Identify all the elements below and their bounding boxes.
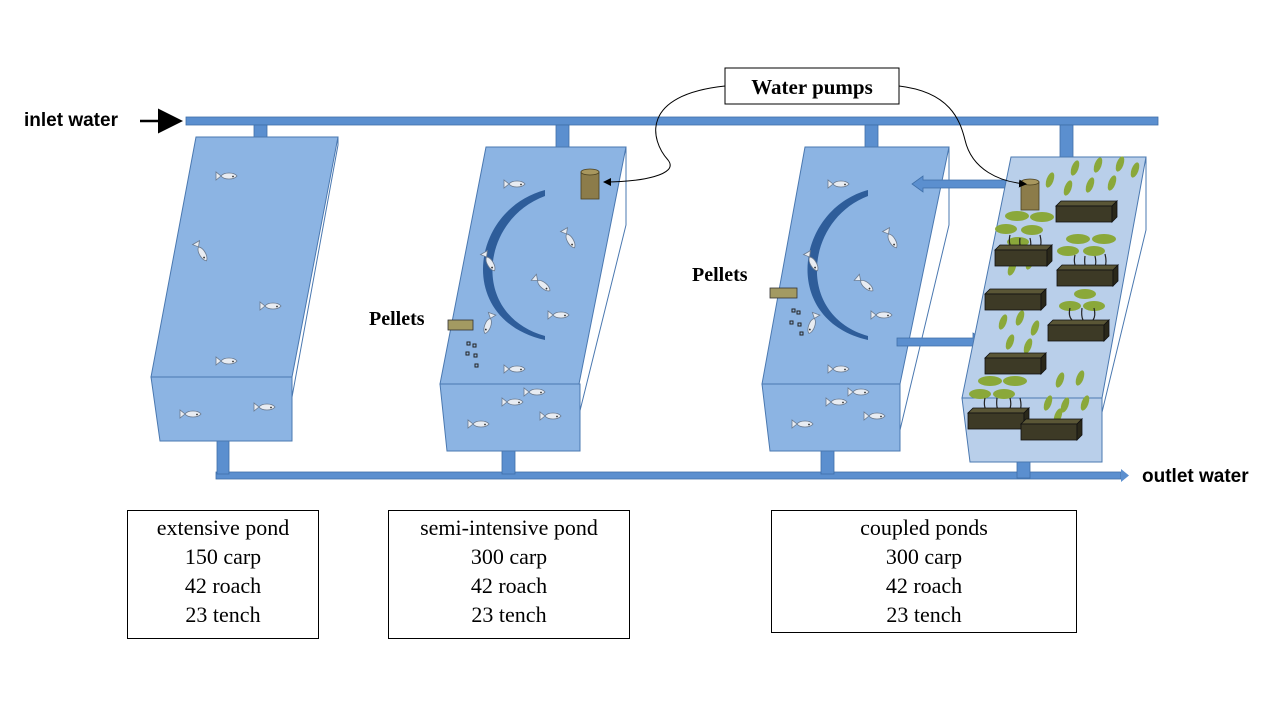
pond-extensive bbox=[150, 136, 339, 442]
inlet-label: inlet water bbox=[24, 110, 119, 131]
pond-tench: 23 tench bbox=[185, 602, 261, 627]
pond-carp: 150 carp bbox=[184, 544, 262, 569]
pond-carp: 300 carp bbox=[885, 544, 963, 569]
water-pumps-label: Water pumps bbox=[751, 75, 873, 99]
pond-coupled-plants bbox=[961, 156, 1147, 463]
water-pumps-callout bbox=[724, 67, 900, 105]
pond-title: coupled ponds bbox=[860, 515, 988, 540]
pond-title: extensive pond bbox=[156, 515, 290, 540]
pellets-label-1: Pellets bbox=[369, 308, 425, 330]
pond-carp: 300 carp bbox=[470, 544, 548, 569]
outlet-label: outlet water bbox=[1142, 466, 1249, 487]
info-box-semi-intensive: semi-intensive pond 300 carp 42 roach 23… bbox=[388, 510, 630, 639]
pond-coupled-fish bbox=[761, 146, 950, 452]
pond-tench: 23 tench bbox=[886, 602, 962, 627]
inlet-drop-4 bbox=[1059, 124, 1074, 158]
pump-leader-left bbox=[603, 85, 726, 186]
inlet-drop-2 bbox=[555, 124, 570, 151]
info-box-extensive: extensive pond 150 carp 42 roach 23 tenc… bbox=[127, 510, 319, 639]
pump-leader-right bbox=[898, 85, 1027, 188]
pond-roach: 42 roach bbox=[184, 573, 262, 598]
outlet-arrowhead bbox=[1121, 469, 1129, 482]
pond-roach: 42 roach bbox=[885, 573, 963, 598]
pellets-label-2: Pellets bbox=[692, 264, 748, 286]
inlet-drop-3 bbox=[864, 124, 879, 151]
outlet-pipe bbox=[215, 471, 1122, 480]
pond-tench: 23 tench bbox=[471, 602, 547, 627]
pond-roach: 42 roach bbox=[470, 573, 548, 598]
pond-title: semi-intensive pond bbox=[420, 515, 598, 540]
pond-semi-intensive bbox=[439, 146, 627, 452]
inlet-pipe bbox=[185, 116, 1159, 126]
info-box-coupled: coupled ponds 300 carp 42 roach 23 tench bbox=[771, 510, 1077, 633]
outlet-drop-1 bbox=[216, 439, 230, 475]
